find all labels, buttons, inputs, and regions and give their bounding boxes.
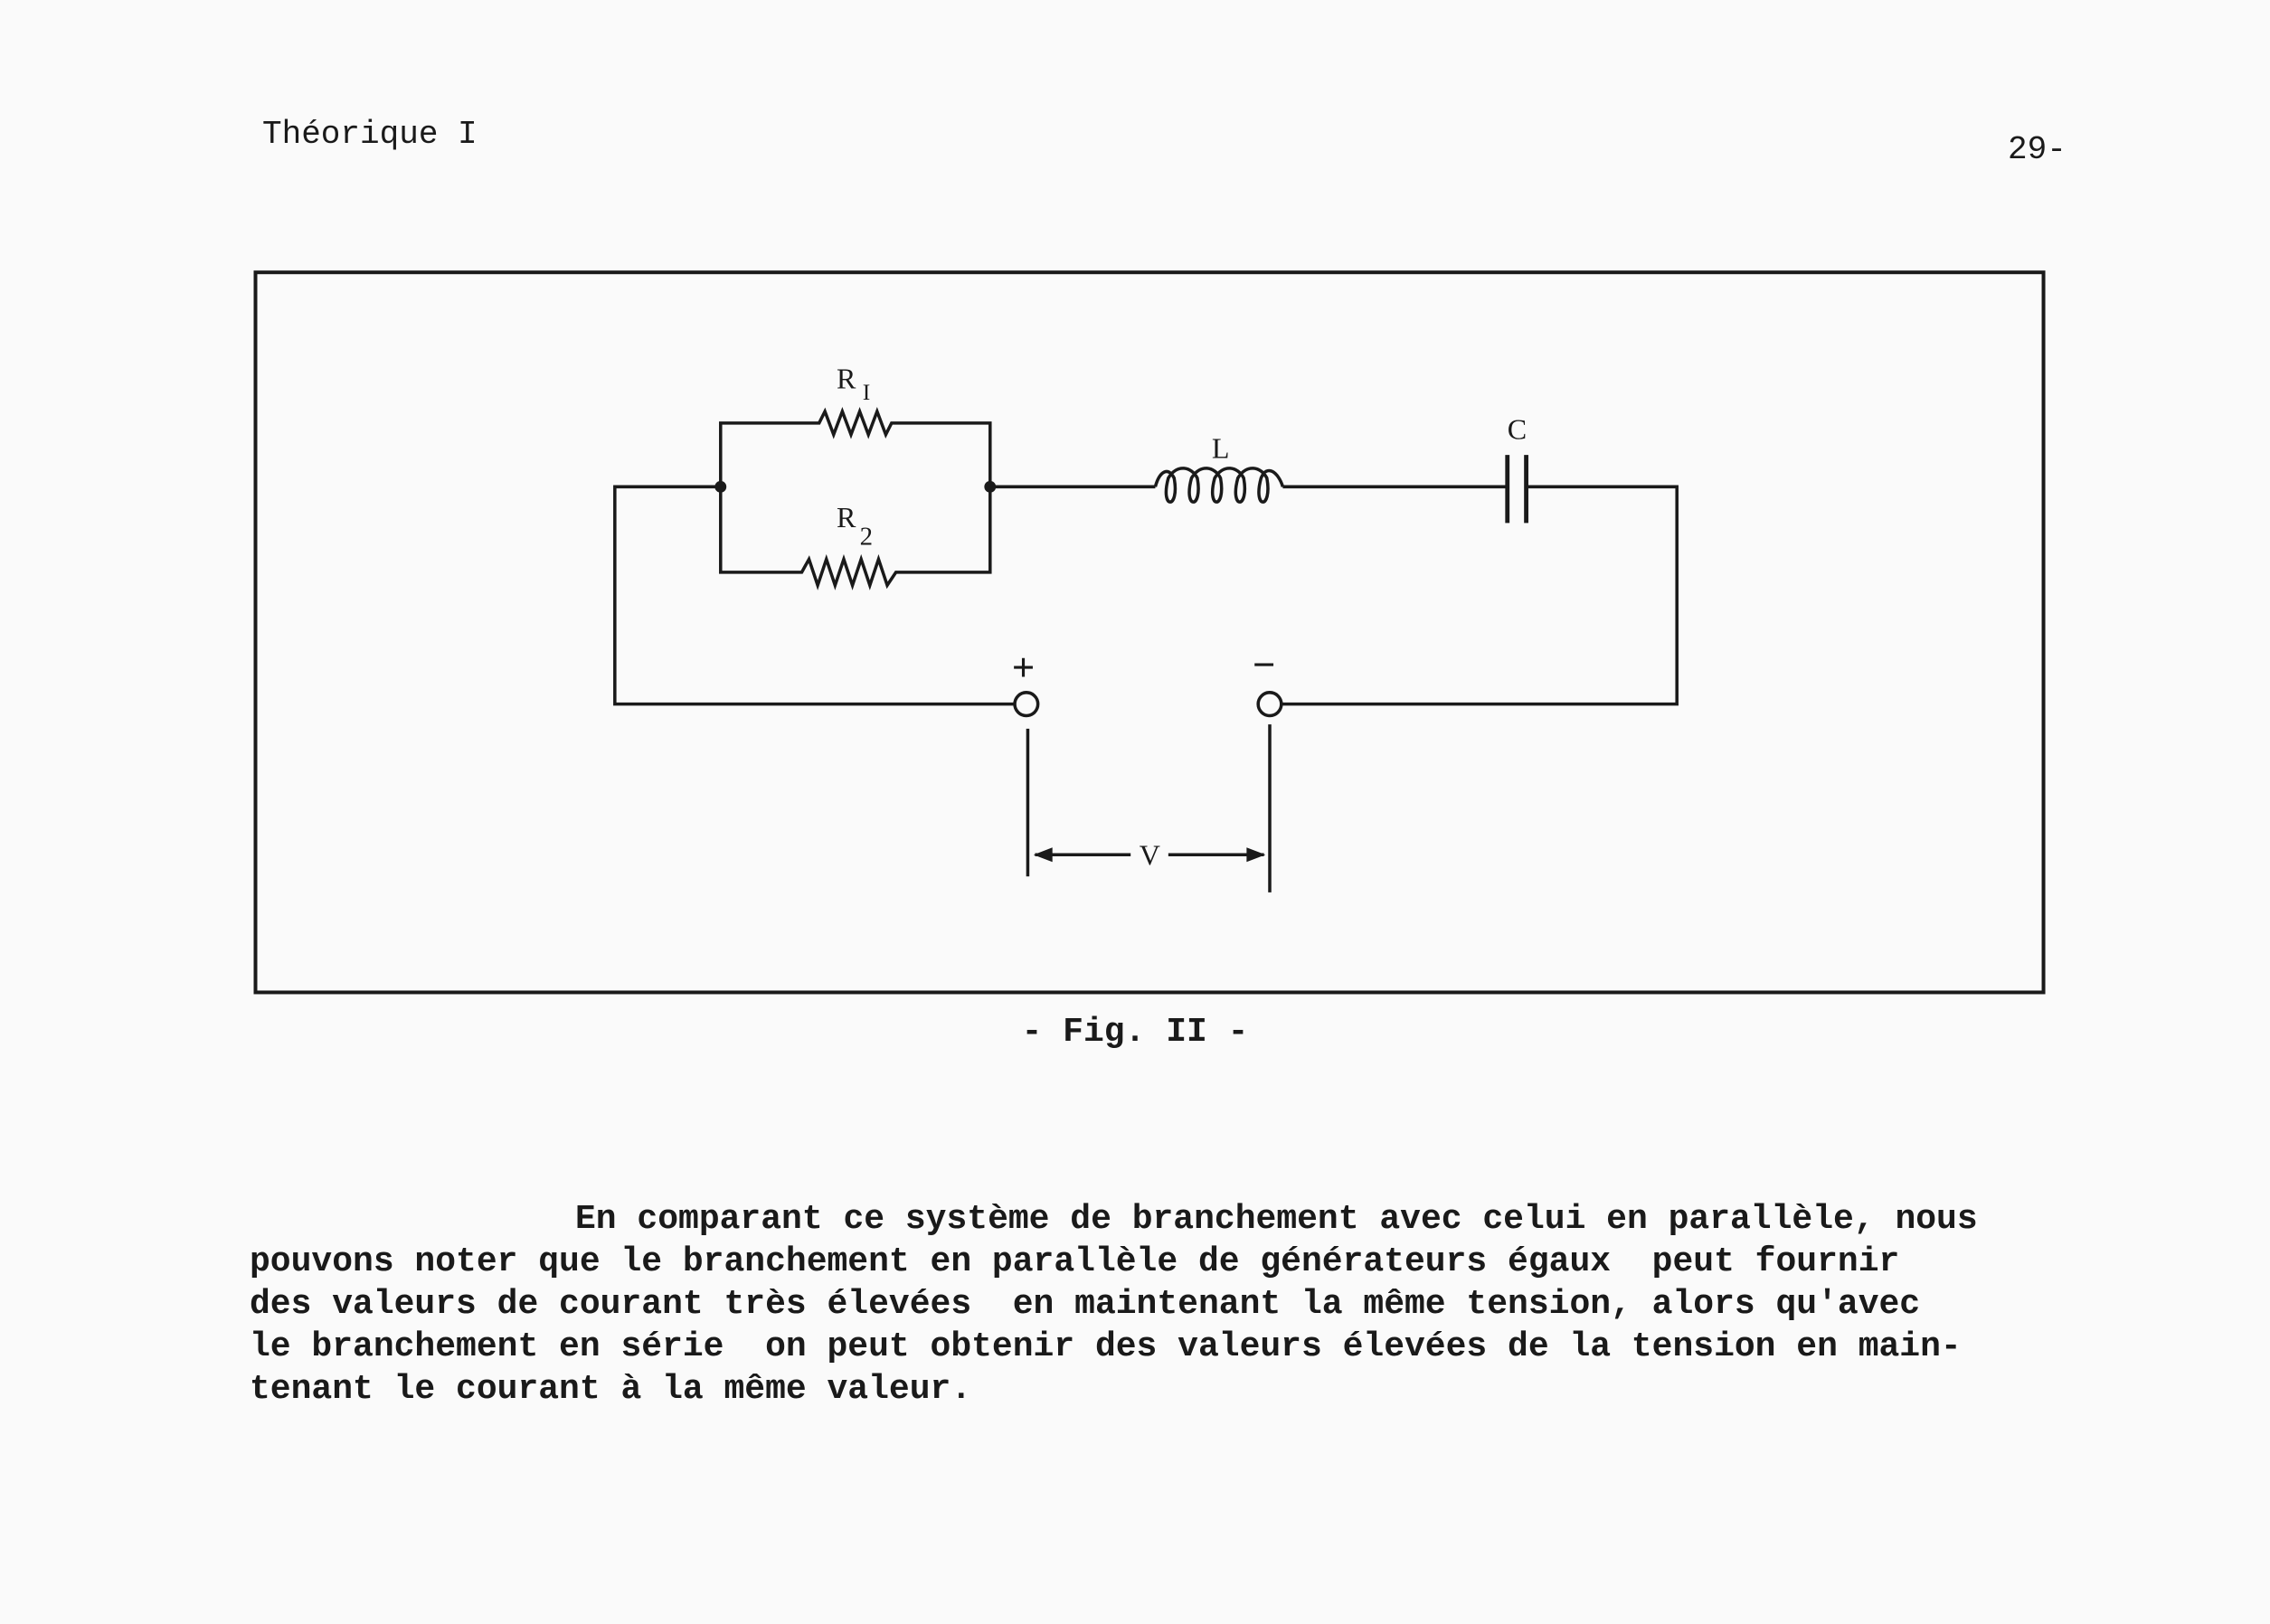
label-r1-sub: I <box>863 379 871 405</box>
branch-r2 <box>719 486 992 590</box>
terminal-positive <box>1013 691 1040 718</box>
paragraph-line: tenant le courant à la même valeur. <box>250 1370 972 1409</box>
body-paragraph: En comparant ce système de branchement a… <box>250 1198 2076 1411</box>
paragraph-line: pouvons noter que le branchement en para… <box>250 1242 1900 1281</box>
node-left <box>714 480 727 493</box>
label-r2-sub: 2 <box>860 522 873 551</box>
paragraph-line: En comparant ce système de branchement a… <box>575 1200 1978 1239</box>
label-capacitor: C <box>1508 412 1527 445</box>
label-r2: R <box>837 501 856 533</box>
label-minus: − <box>1253 642 1276 687</box>
wire-right-2 <box>1281 485 1679 706</box>
page-number: 29- <box>2008 131 2067 168</box>
arrowhead-left <box>1033 847 1053 863</box>
label-voltage: V <box>1140 838 1160 871</box>
arrowhead-right <box>1246 847 1266 863</box>
node-right <box>984 480 997 493</box>
branch-r1 <box>719 406 992 487</box>
paragraph-line: des valeurs de courant très élevées en m… <box>250 1285 1921 1324</box>
label-plus: + <box>1012 645 1036 690</box>
section-header: Théorique I <box>262 116 478 153</box>
label-inductor: L <box>1212 431 1230 464</box>
terminal-negative <box>1256 691 1283 718</box>
figure-caption: - Fig. II - <box>1021 1013 1249 1052</box>
label-r1: R <box>837 362 856 394</box>
inductor-coil <box>1153 467 1285 504</box>
paragraph-line: le branchement en série on peut obtenir … <box>250 1327 1962 1366</box>
wire-left <box>613 485 1016 706</box>
figure-frame <box>253 270 2046 995</box>
